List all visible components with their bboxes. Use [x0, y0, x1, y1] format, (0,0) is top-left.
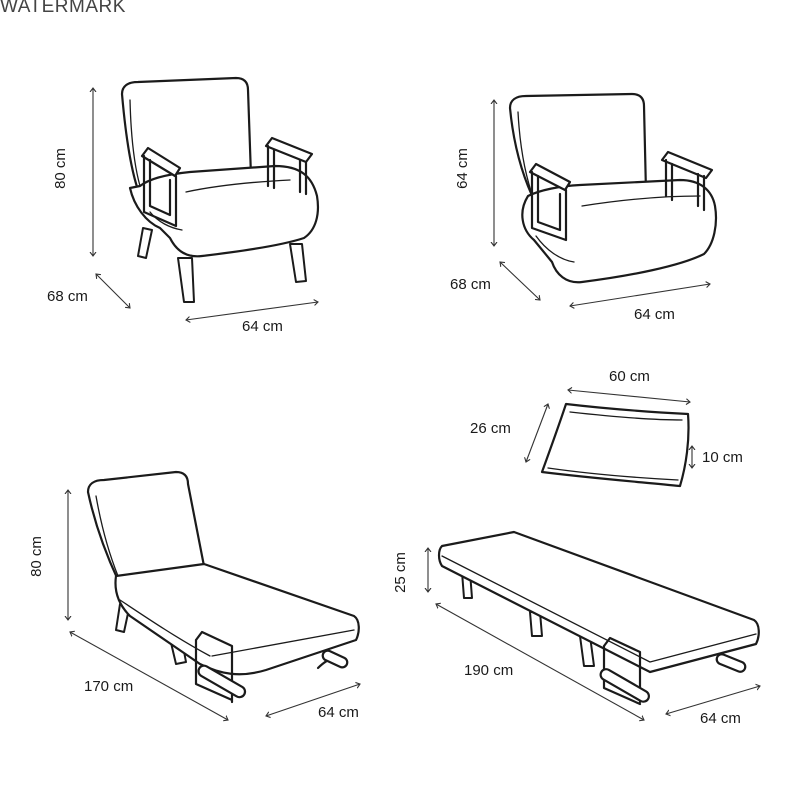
- pillow-illustration: [540, 402, 690, 488]
- armchair-height-label: 80 cm: [51, 148, 69, 189]
- folded-chair-illustration: [508, 92, 718, 284]
- folded-height-label: 64 cm: [453, 148, 471, 189]
- watermark-text: WATERMARK: [0, 0, 126, 17]
- bed-height-label: 25 cm: [391, 552, 409, 593]
- bed-length-label: 190 cm: [464, 662, 514, 679]
- pillow-depth-label: 26 cm: [470, 420, 511, 437]
- armchair-depth-label: 68 cm: [47, 288, 88, 305]
- dimension-lines: [68, 88, 760, 720]
- folded-depth-label: 68 cm: [450, 276, 491, 293]
- lounger-illustration: [86, 470, 360, 704]
- pillow-width-label: 60 cm: [609, 368, 650, 385]
- armchair-illustration: [120, 76, 320, 303]
- pillow-thickness-label: 10 cm: [702, 449, 743, 466]
- armchair-width-label: 64 cm: [242, 318, 283, 335]
- lounger-height-label: 80 cm: [27, 536, 45, 577]
- lounger-width-label: 64 cm: [318, 704, 359, 721]
- lounger-length-label: 170 cm: [84, 678, 134, 695]
- bed-width-label: 64 cm: [700, 710, 741, 727]
- folded-width-label: 64 cm: [634, 306, 675, 323]
